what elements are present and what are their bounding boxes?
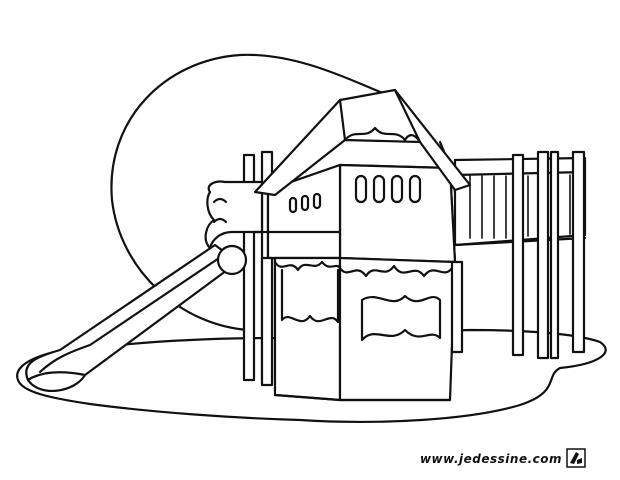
tower-front-posts [260, 256, 464, 387]
tower-lower [273, 256, 457, 402]
watermark-text: www.jedessine.com [419, 452, 562, 466]
tower-roof [253, 88, 472, 197]
slide-top-tube [204, 180, 264, 276]
pencil-hand-logo-icon [566, 448, 586, 468]
bridge-posts [511, 150, 586, 360]
tower-cabin [253, 163, 457, 264]
